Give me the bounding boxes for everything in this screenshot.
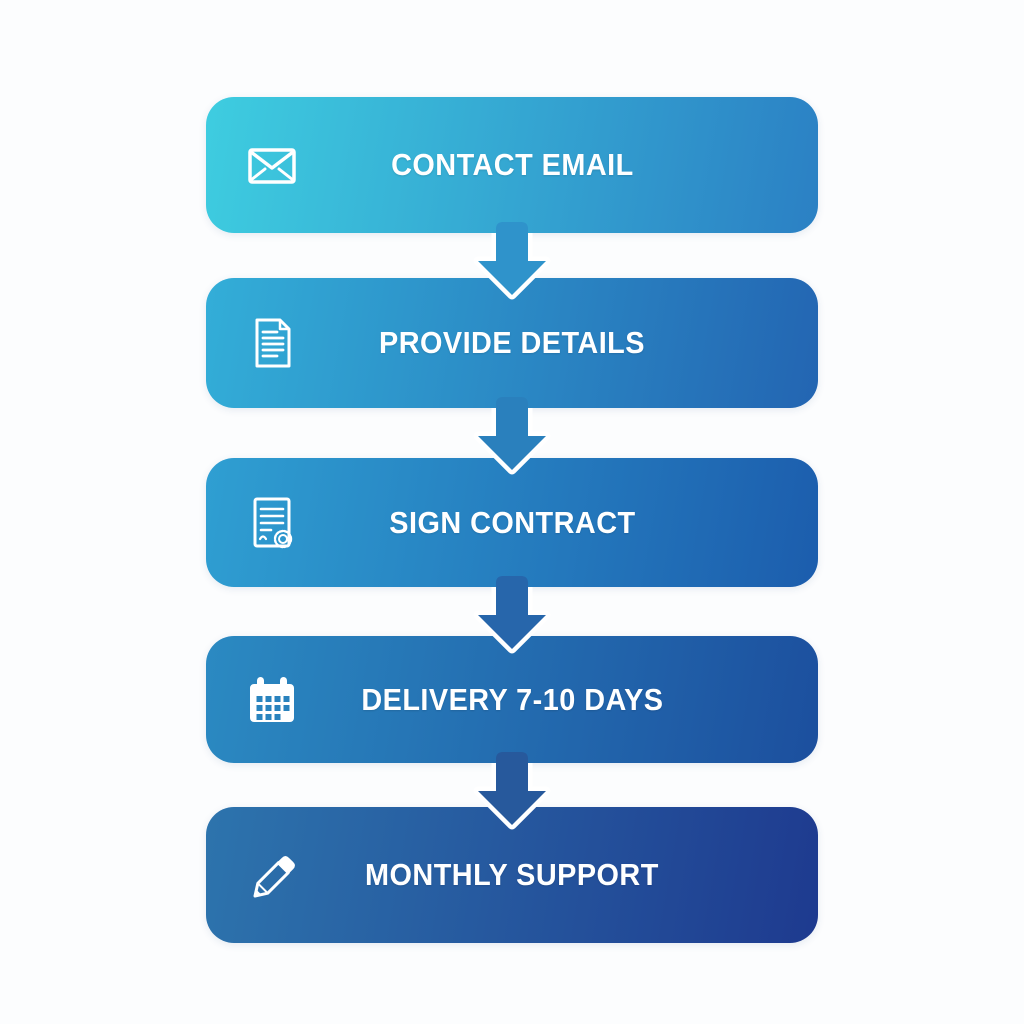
calendar-icon (244, 672, 300, 728)
arrow-down-icon (452, 749, 572, 841)
arrow-down-icon (452, 219, 572, 311)
contract-icon (244, 495, 300, 551)
arrow-down-icon (452, 573, 572, 665)
envelope-icon (244, 137, 300, 193)
step-label: PROVIDE DETAILS (379, 325, 645, 360)
step-label: DELIVERY 7-10 DAYS (360, 681, 664, 717)
flow-step-provide-details: PROVIDE DETAILS (206, 278, 818, 408)
document-icon (244, 315, 300, 371)
pencil-icon (244, 847, 300, 903)
arrow-down-icon (452, 394, 572, 486)
step-label: SIGN CONTRACT (388, 504, 636, 540)
flow-step-contact-email: CONTACT EMAIL (206, 97, 818, 233)
flow-step-monthly-support: MONTHLY SUPPORT (206, 807, 818, 943)
step-label: MONTHLY SUPPORT (365, 857, 659, 892)
flow-step-delivery: DELIVERY 7-10 DAYS (206, 636, 818, 763)
flow-step-sign-contract: SIGN CONTRACT (206, 458, 818, 587)
step-label: CONTACT EMAIL (390, 147, 634, 182)
